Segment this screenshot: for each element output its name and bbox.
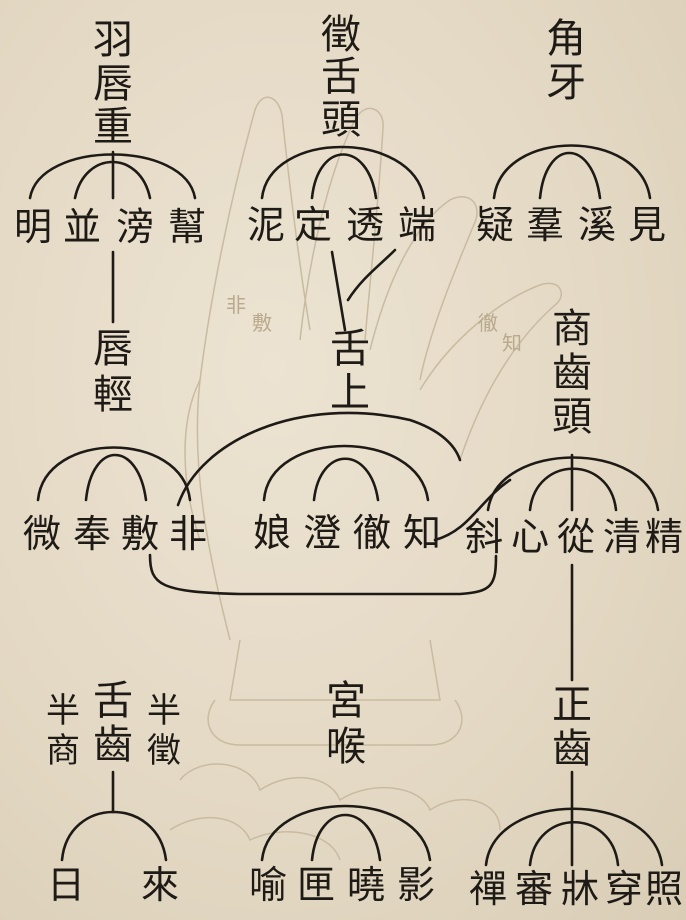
initial-char: 敷 xyxy=(121,512,159,556)
connector-line xyxy=(330,250,347,332)
connector-curve xyxy=(176,411,462,507)
initial-char: 來 xyxy=(141,863,179,907)
initial-char: 照 xyxy=(645,867,683,911)
group-label-char: 上 xyxy=(330,370,370,416)
umbrella-arc xyxy=(310,153,378,200)
background-glyph: 知 xyxy=(502,331,522,355)
group-label-char: 頭 xyxy=(552,394,592,440)
initial-char: 心 xyxy=(511,515,549,559)
initial-char: 清 xyxy=(603,515,641,559)
connector-line xyxy=(346,248,397,302)
group-jiao-molar: 角 牙 疑 羣 溪 見 xyxy=(476,16,666,247)
background-glyph: 徹 xyxy=(478,311,498,335)
initial-char: 疑 xyxy=(476,203,514,247)
umbrella-arc xyxy=(36,446,192,502)
initial-char: 徹 xyxy=(353,511,391,555)
group-label-char: 半 xyxy=(147,691,181,731)
initial-char: 知 xyxy=(403,511,441,555)
group-label-char: 齒 xyxy=(552,350,592,396)
group-label-char: 徵 xyxy=(321,12,361,58)
group-label-char: 喉 xyxy=(326,724,366,770)
initial-char: 溪 xyxy=(578,203,616,247)
initial-char: 穿 xyxy=(605,867,643,911)
group-shang-tooth-head: 商 齒 頭 斜 心 從 清 精 xyxy=(465,306,683,559)
umbrella-arc xyxy=(492,144,652,200)
group-label-char: 半 xyxy=(46,691,80,731)
group-label-char: 舌 xyxy=(330,326,370,372)
initial-char: 禪 xyxy=(469,867,507,911)
initial-char: 從 xyxy=(557,515,595,559)
group-label-char: 唇 xyxy=(93,326,133,372)
group-label-char: 商 xyxy=(552,306,592,352)
background-glyph: 非 xyxy=(226,293,246,317)
umbrella-arc xyxy=(262,444,430,502)
connector-curve xyxy=(148,553,498,596)
initial-char: 奉 xyxy=(73,512,111,556)
umbrella-arc xyxy=(312,457,380,502)
initial-char: 澄 xyxy=(303,511,341,555)
group-tongue-upper: 舌 上 娘 澄 徹 知 xyxy=(253,326,441,555)
initial-char: 羣 xyxy=(526,203,564,247)
group-label-char: 重 xyxy=(93,104,133,150)
group-label-char: 輕 xyxy=(93,372,133,418)
initial-char: 精 xyxy=(645,515,683,559)
initial-char: 匣 xyxy=(297,863,335,907)
group-label-char: 角 xyxy=(546,16,586,62)
group-proper-tooth: 正 齒 禪 審 牀 穿 照 xyxy=(469,682,683,911)
umbrella-arc xyxy=(310,813,382,862)
background-glyph: 敷 xyxy=(252,311,272,335)
group-half-tongue-half-tooth: 半 商 舌 齒 半 徵 日 來 xyxy=(46,678,181,907)
group-label-char: 齒 xyxy=(93,722,133,768)
initial-char: 曉 xyxy=(347,863,385,907)
group-zhi-tongue-head: 徵 舌 頭 泥 定 透 端 xyxy=(247,12,436,247)
group-gong-throat: 宮 喉 喻 匣 曉 影 xyxy=(249,678,435,907)
initial-char: 幫 xyxy=(168,205,206,249)
group-yu-lip-heavy: 羽 唇 重 明 並 滂 幫 xyxy=(14,17,206,249)
initial-char: 日 xyxy=(47,863,85,907)
initial-char: 透 xyxy=(346,203,384,247)
group-label-char: 羽 xyxy=(93,17,133,63)
group-label-char: 牙 xyxy=(546,60,586,106)
umbrella-arc xyxy=(60,810,168,862)
initial-char: 並 xyxy=(63,205,101,249)
group-label-char: 徵 xyxy=(147,731,181,771)
umbrella-arc xyxy=(484,807,664,867)
umbrella-arc xyxy=(84,453,148,502)
initial-char: 明 xyxy=(14,205,52,249)
initial-char: 娘 xyxy=(253,511,291,555)
initial-char: 牀 xyxy=(561,867,599,911)
group-label-char: 宮 xyxy=(326,678,366,724)
initial-char: 見 xyxy=(628,203,666,247)
initial-char: 影 xyxy=(397,863,435,907)
group-label-char: 商 xyxy=(46,731,80,771)
initial-char: 喻 xyxy=(249,863,287,907)
initial-char: 泥 xyxy=(247,203,285,247)
umbrella-arc xyxy=(528,820,620,867)
group-label-char: 齒 xyxy=(552,726,592,772)
initial-char: 端 xyxy=(398,203,436,247)
initial-char: 審 xyxy=(515,867,553,911)
initial-char: 斜 xyxy=(465,515,503,559)
group-label-char: 舌 xyxy=(321,54,361,100)
group-label-char: 舌 xyxy=(93,678,133,724)
umbrella-arc xyxy=(260,145,426,200)
connector-curve xyxy=(433,478,512,542)
group-lip-light: 唇 輕 微 奉 敷 非 xyxy=(23,326,207,556)
umbrella-arc xyxy=(260,804,432,862)
group-label-char: 正 xyxy=(552,682,592,728)
umbrella-arc xyxy=(538,151,602,200)
group-label-char: 頭 xyxy=(321,97,361,143)
initial-char: 非 xyxy=(169,512,207,556)
initial-char: 定 xyxy=(294,203,332,247)
initial-char: 滂 xyxy=(116,205,154,249)
initial-char: 微 xyxy=(23,512,61,556)
background-illustration: 非 敷 徹 知 xyxy=(169,96,562,861)
group-label-char: 唇 xyxy=(93,61,133,107)
